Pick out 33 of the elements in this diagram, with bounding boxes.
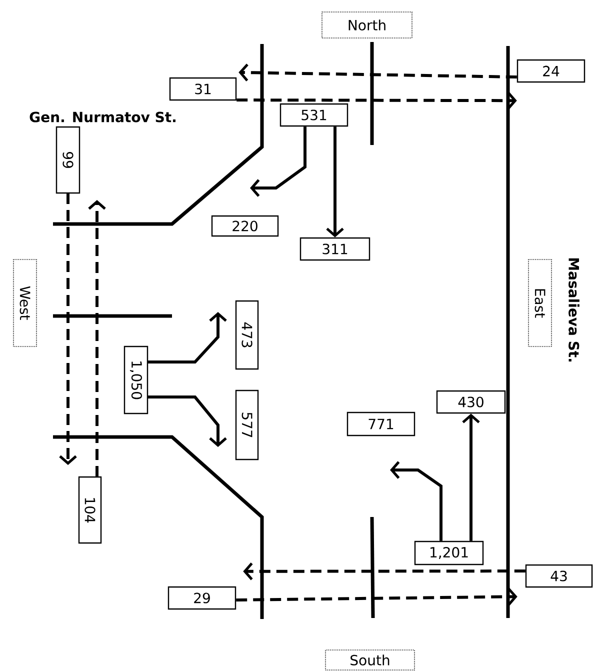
count-box: 771: [346, 412, 416, 436]
arrow: [147, 396, 227, 447]
direction-box: South: [325, 650, 415, 670]
arrow: [59, 193, 77, 465]
arrow: [236, 588, 518, 606]
count-box: 99: [56, 126, 80, 194]
arrow: [88, 200, 106, 477]
count-box: 577: [235, 390, 259, 460]
count-box: 29: [168, 586, 236, 610]
arrow: [236, 92, 517, 110]
street-name: Masalieva St.: [568, 258, 580, 362]
direction-box: East: [528, 259, 552, 347]
arrow: [326, 126, 344, 238]
arrow: [390, 461, 442, 541]
arrow: [243, 562, 526, 580]
arrow: [147, 312, 227, 364]
arrow: [238, 64, 517, 82]
count-box: 24: [516, 59, 586, 83]
direction-box: North: [322, 12, 412, 38]
count-box: 531: [280, 103, 348, 127]
count-box: 473: [235, 300, 259, 370]
count-box: 104: [78, 476, 102, 544]
street-name: Gen. Nurmatov St.: [30, 112, 176, 122]
count-box: 31: [169, 77, 237, 101]
count-box: 430: [436, 390, 506, 414]
arrow: [462, 414, 480, 541]
direction-box: West: [13, 259, 37, 347]
count-box: 311: [300, 237, 370, 261]
arrow: [250, 126, 306, 197]
count-box: 220: [211, 215, 279, 237]
count-box: 43: [525, 564, 593, 588]
count-box: 1,201: [414, 540, 484, 566]
count-box: 1,050: [124, 346, 148, 414]
